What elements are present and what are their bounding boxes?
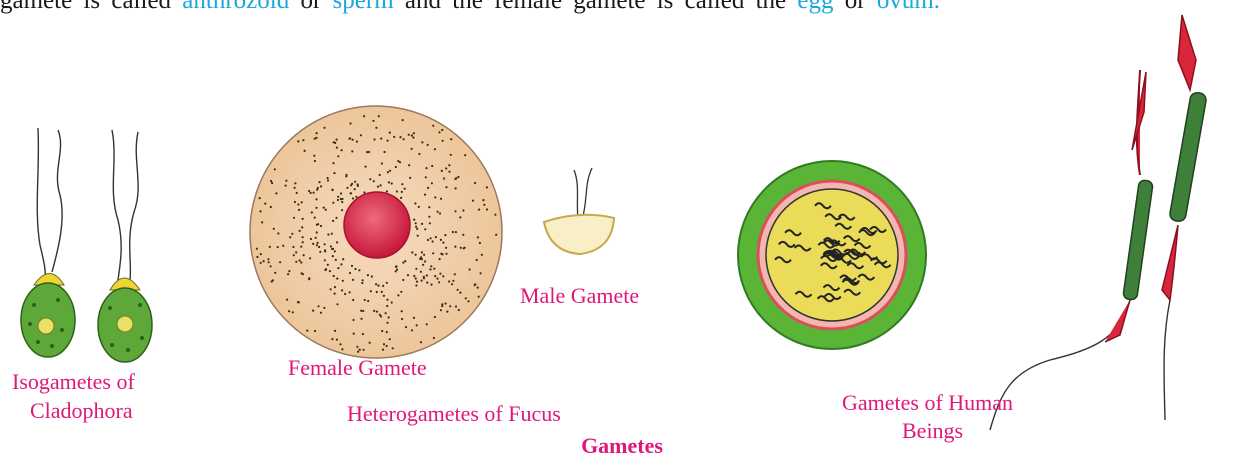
label-human-gametes-line1: Gametes of Human xyxy=(842,390,1013,416)
human-sperm-2 xyxy=(1162,15,1207,420)
label-female-gamete: Female Gamete xyxy=(288,355,427,381)
label-male-gamete: Male Gamete xyxy=(520,283,639,309)
label-heterogametes: Heterogametes of Fucus xyxy=(347,401,561,427)
isogamete-cladophora-2 xyxy=(98,130,152,362)
female-gamete-fucus xyxy=(250,106,502,358)
human-ovum xyxy=(738,161,926,349)
figure-caption: Gametes xyxy=(0,433,1244,459)
isogamete-cladophora-1 xyxy=(21,128,75,357)
human-sperm-1 xyxy=(990,70,1153,430)
label-isogametes-line2: Cladophora xyxy=(30,398,133,424)
label-isogametes-line1: Isogametes of xyxy=(12,369,135,395)
male-gamete-fucus xyxy=(544,168,614,254)
nucleus xyxy=(344,192,410,258)
